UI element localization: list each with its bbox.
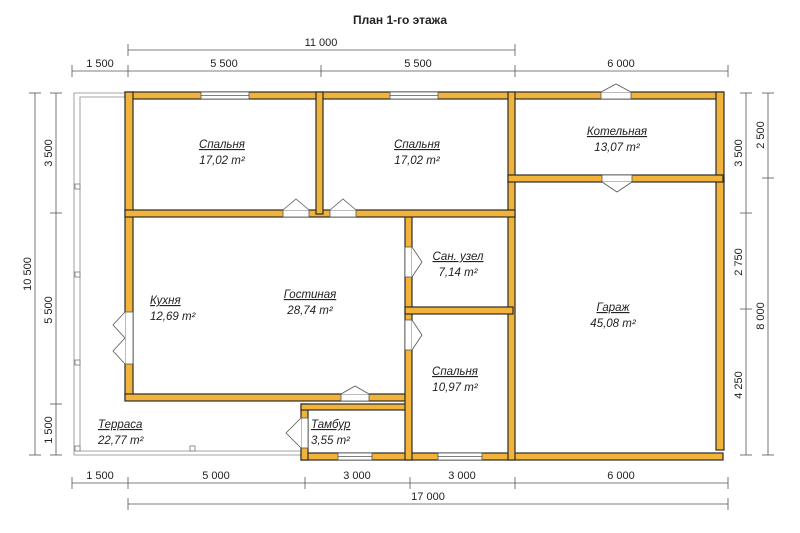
room-bedroom-2: Спальня 17,02 m² [394,139,441,167]
room-bedroom-1: Спальня 17,02 m² [199,139,246,167]
terrace-post [74,359,81,366]
door-swing-icon [340,385,370,395]
room-name: Спальня [432,366,478,378]
room-garage: Гараж 45,08 m² [590,302,637,330]
door-swing-icon [600,83,632,93]
room-name: Кухня [150,295,181,307]
dim-top-2: 5 500 [210,58,238,70]
room-area: 13,07 m² [594,142,641,154]
room-name: Терраса [98,419,142,431]
plan-title: План 1-го этажа [353,13,447,27]
room-area: 12,69 m² [150,311,197,323]
right-outer-dimensions: 2 500 8 000 [755,92,774,456]
dim-top-3: 5 500 [404,58,432,70]
dim-bottom-5: 6 000 [607,470,635,482]
door-swing-icon [282,198,310,211]
right-inner-dimensions: 3 500 2 750 4 250 [733,92,752,456]
dim-bottom-4: 3 000 [448,470,476,482]
wall-bathroom-bottom [404,306,514,315]
dim-left-2: 5 500 [43,296,55,324]
room-area: 45,08 m² [590,318,637,330]
room-vestibule: Тамбур 3,55 m² [311,419,351,447]
room-area: 10,97 m² [432,382,479,394]
bottom-dimensions: 1 500 5 000 3 000 3 000 6 000 [71,470,729,489]
dim-right-2: 2 750 [733,248,745,276]
doors [112,83,633,449]
room-name: Гостиная [284,289,337,301]
wall-bedrooms-divider [315,91,324,215]
room-area: 28,74 m² [286,305,334,317]
room-area: 7,14 m² [439,267,479,279]
door-kitchen-terrace [124,311,134,365]
terrace-post [74,445,81,452]
door-swing-icon [329,198,357,211]
bottom-total-dimension: 17 000 [127,491,729,510]
wall-vestibule-top [300,403,412,411]
dim-right-1: 3 500 [733,139,745,167]
wall-garage-left [507,91,516,461]
terrace-post [74,271,81,278]
dim-right-outer-2: 8 000 [755,302,767,330]
door-swing-icon [411,246,423,278]
room-living: Гостиная 28,74 m² [284,289,337,317]
room-name: Сан. узел [432,251,484,263]
dim-top-1: 1 500 [86,58,114,70]
wall-right-lower [715,177,725,451]
door-bedroom-2 [329,209,357,218]
door-vestibule-entry [300,417,309,449]
dim-bottom-3: 3 000 [343,470,371,482]
room-kitchen: Кухня 12,69 m² [150,295,197,323]
dim-right-3: 4 250 [733,371,745,399]
room-bedroom-3: Спальня 10,97 m² [432,366,479,394]
room-name: Тамбур [311,419,351,431]
top-dimensions: 1 500 5 500 5 500 6 000 [71,58,729,77]
door-bedroom-3 [404,319,413,351]
room-area: 17,02 m² [394,155,441,167]
dim-top-total: 11 000 [305,37,338,49]
door-vestibule-living [340,393,370,402]
windows [200,91,483,461]
door-swing-icon [411,319,423,351]
terrace-post [74,183,81,190]
dim-right-outer-1: 2 500 [755,121,767,149]
door-boiler-garage [601,174,633,183]
room-name: Спальня [199,139,245,151]
wall-right-upper [715,91,725,182]
room-area: 17,02 m² [199,155,246,167]
door-bedroom-1 [282,209,310,218]
top-total-dimension: 11 000 [127,37,516,56]
room-area: 22,77 m² [97,435,145,447]
door-swing-icon [285,417,302,449]
terrace-post [189,445,196,452]
room-terrace: Терраса 22,77 m² [97,419,145,447]
room-name: Котельная [587,126,647,138]
dim-left-total: 10 500 [22,257,34,291]
room-name: Гараж [597,302,631,314]
dim-left-1: 3 500 [43,139,55,167]
dim-bottom-2: 5 000 [202,470,230,482]
dim-bottom-total: 17 000 [411,491,445,503]
door-swing-icon [601,181,633,193]
door-swing-icon [112,311,126,365]
dim-bottom-1: 1 500 [86,470,114,482]
dim-top-4: 6 000 [607,58,635,70]
room-area: 3,55 m² [311,435,351,447]
left-dimensions: 3 500 5 500 1 500 [43,92,62,456]
room-bathroom: Сан. узел 7,14 m² [432,251,484,279]
terrace-outline [73,92,302,456]
left-total-dimension: 10 500 [22,92,41,456]
dim-left-3: 1 500 [43,416,55,444]
door-boiler-external [600,91,632,100]
room-name: Спальня [394,139,440,151]
room-boiler: Котельная 13,07 m² [587,126,647,154]
door-bathroom [404,246,413,278]
